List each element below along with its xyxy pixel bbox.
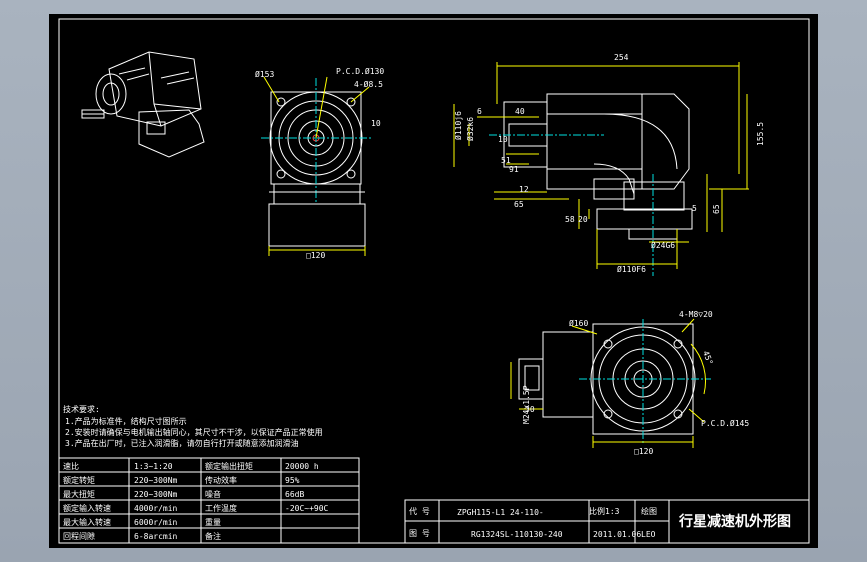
spec-cell: 备注 [205,531,221,541]
front-view: Ø153 P.C.D.Ø130 4-Ø8.5 10 □120 [255,66,384,260]
dim-d160: Ø160 [569,318,588,328]
dim-holes: 4-Ø8.5 [354,79,383,89]
dim-pcd145: P.C.D.Ø145 [701,418,749,428]
dim-58: 58 [565,215,575,224]
dim-51: 51 [501,156,511,165]
dim-m24: M24x1.5P [522,385,531,424]
spec-cell: 回程间隙 [63,531,95,541]
spec-cell: 220~300Nm [134,490,178,499]
dim-d110j6: Ø110j6 [453,111,463,140]
dim-10: 10 [498,135,508,144]
dim-155: 155.5 [756,122,765,146]
dim-base120: □120 [634,447,653,456]
model-number-1: ZPGH115-L1 24-110- [457,508,544,517]
drawn-label: 绘图 [641,506,657,516]
author-name: LEO [641,530,656,539]
notes-line-2: 2.安装时请确保与电机输出轴同心，其尺寸不干涉，以保证产品正常使用 [65,427,323,437]
label-code: 代 号 [409,506,430,516]
drawing-date: 2011.01.06 [593,530,641,539]
dim-pcd130: P.C.D.Ø130 [336,66,384,76]
dim-12: 12 [519,185,529,194]
dim-base-120: □120 [306,251,325,260]
isometric-view [81,51,205,158]
spec-cell: 速比 [63,461,79,471]
notes-line-3: 3.产品在出厂时，已注入润滑脂，请勿自行打开或随意添加润滑油 [65,438,299,448]
dim-65: 65 [514,200,524,209]
cad-drawing: Ø153 P.C.D.Ø130 4-Ø8.5 10 □120 [58,18,810,544]
spec-cell: 6-8arcmin [134,532,178,541]
dim-bore: Ø24G6 [651,240,675,250]
spec-cell: 额定输出扭矩 [205,461,253,471]
spec-cell: 最大输入转速 [63,517,111,527]
dim-tap: 4-M8▽20 [679,310,713,319]
dim-254: 254 [614,53,629,62]
bottom-view: Ø160 4-M8▽20 45° P.C.D.Ø145 M24x1.5P 30 … [510,310,749,456]
dim-side: 10 [371,119,381,128]
technical-notes: 技术要求: 1.产品为标准件，结构尺寸图所示 2.安装时请确保与电机输出轴同心，… [63,404,323,448]
spec-cell: 工作温度 [205,503,237,513]
spec-cell: 1:3~1:20 [134,462,173,471]
dim-40: 40 [515,107,525,116]
spec-cell: 95% [285,476,300,485]
dim-30: 30 [525,405,535,414]
spec-cell: 220~300Nm [134,476,178,485]
dim-20: 20 [578,215,588,224]
side-view: 254 Ø110j6 Ø32k6 40 6 10 51 91 12 65 58 … [453,53,765,276]
dim-flange: Ø110F6 [617,264,646,274]
dim-d153: Ø153 [255,69,274,79]
notes-heading: 技术要求: [63,404,100,414]
dim-91: 91 [509,165,519,174]
spec-cell: 最大扭矩 [63,489,95,499]
spec-cell: 6000r/min [134,518,178,527]
dim-6: 6 [477,107,482,116]
spec-cell: 噪音 [205,489,221,499]
spec-cell: 传动效率 [205,475,237,485]
spec-cell: 4000r/min [134,504,178,513]
scale-label: 比例1:3 [589,506,620,516]
notes-line-1: 1.产品为标准件，结构尺寸图所示 [65,416,187,426]
drawing-title: 行星减速机外形图 [678,513,791,530]
spec-cell: 额定转矩 [63,475,95,485]
title-block: 代 号 图 号 ZPGH115-L1 24-110- RG1324SL-1101… [404,499,810,544]
spec-table: 速比 1:3~1:20 额定输出扭矩 20000 h 额定转矩 220~300Nm 传动效率… [58,457,360,544]
spec-cell: 额定输入转速 [63,503,111,513]
spec-cell: 重量 [205,517,221,527]
spec-cell: 20000 h [285,462,319,471]
spec-cell: -20C~+90C [285,504,329,513]
spec-cell: 66dB [285,490,304,499]
label-drawing-no: 图 号 [409,529,430,538]
drawing-canvas: Ø153 P.C.D.Ø130 4-Ø8.5 10 □120 [49,14,818,548]
model-number-2: RG1324SL-110130-240 [471,530,563,539]
dim-d32k6: Ø32k6 [465,117,475,141]
dim-5: 5 [692,204,697,213]
dim-65b: 65 [712,204,721,214]
